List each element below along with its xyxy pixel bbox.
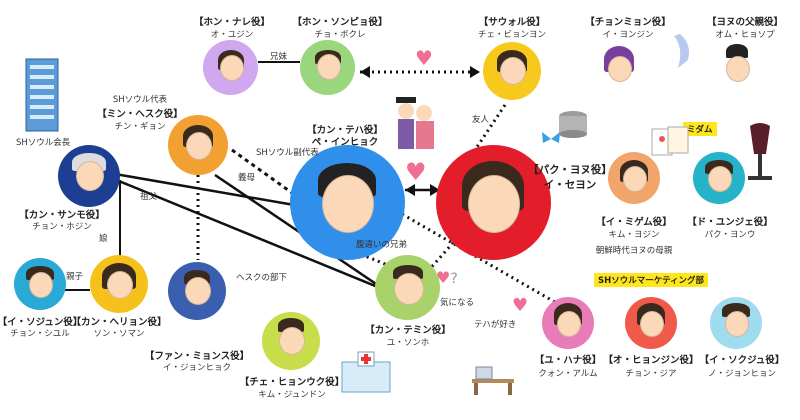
actor-kang-heryon: ソン・ソマン xyxy=(93,329,145,339)
role-hong-nara: 【ホン・ナレ役】 xyxy=(193,17,271,28)
node-kang-heryon[interactable] xyxy=(90,255,148,313)
actor-min-hesuk: チン・ギョン xyxy=(114,122,166,132)
actor-i-sojun: チョン・シユル xyxy=(10,329,70,339)
edge-friend: 友人 xyxy=(472,115,490,125)
role-chonmyon: 【チョンミョン役】 xyxy=(585,17,671,28)
actor-kang-teha: ペ・インヒョク xyxy=(311,137,379,148)
role-fan-minsu: 【ファン・ミョンス役】 xyxy=(144,351,250,362)
line-saul-yonu xyxy=(473,104,507,151)
role-i-migyam: 【イ・ミゲム役】 xyxy=(596,217,672,228)
node-i-migyam[interactable] xyxy=(608,152,660,204)
node-che-hyonuk[interactable] xyxy=(262,312,320,370)
actor-do-yunjie: パク・ヨンウ xyxy=(704,230,756,240)
extra-min-hesuk: SHソウル代表 xyxy=(112,95,168,105)
broken-heart-icon: ♥ xyxy=(512,295,529,316)
node-kang-sanmo[interactable] xyxy=(58,145,120,207)
node-yona-father[interactable] xyxy=(708,40,766,98)
role-hong-sonpyo: 【ホン・ソンピョ役】 xyxy=(292,17,388,28)
edge-half-brother: 腹違いの兄弟 xyxy=(356,240,408,250)
role-yona-father: 【ヨヌの父親役】 xyxy=(706,17,784,28)
node-o-hyonjin[interactable] xyxy=(625,297,677,349)
well-icon xyxy=(559,111,587,138)
arrow-left xyxy=(405,184,415,196)
actor-i-sokju: ノ・ジョンヒョン xyxy=(707,369,777,379)
role-kang-temin: 【カン・テミン役】 xyxy=(365,325,451,336)
edge-vice: SHソウル副代表 xyxy=(256,148,319,158)
node-saul[interactable] xyxy=(483,42,541,100)
actor-i-migyam: キム・ヨジン xyxy=(608,230,660,240)
role-min-hesuk: 【ミン・ヘスク役】 xyxy=(97,109,183,120)
role-kang-teha: 【カン・テハ役】 xyxy=(307,125,383,136)
node-fan-minsu[interactable] xyxy=(168,262,226,320)
heart-icon-top: ♥ xyxy=(415,46,433,70)
line-hesuk-teha xyxy=(231,148,296,197)
building-icon xyxy=(25,58,59,132)
node-chonmyon[interactable] xyxy=(590,40,648,98)
actor-kang-sanmo: チョン・ホジン xyxy=(32,222,92,232)
role-do-yunjie: 【ド・ユンジェ役】 xyxy=(687,217,773,228)
actor-yu-hana: クォン・アルム xyxy=(538,369,598,379)
actor-fan-minsu: イ・ジョンヒョク xyxy=(162,363,232,373)
office-desk-icon xyxy=(472,366,514,395)
edge-curious: 気になる xyxy=(440,298,475,308)
actor-o-hyonjin: チョン・ジア xyxy=(625,369,677,379)
couple-illustration-icon xyxy=(396,97,434,149)
node-kang-temin[interactable] xyxy=(375,255,440,320)
role-i-sojun: 【イ・ソジュン役】 xyxy=(0,317,83,328)
edge-daughter: 娘 xyxy=(99,234,108,244)
edge-mother: 義母 xyxy=(238,173,256,183)
node-kang-teha[interactable] xyxy=(290,145,405,260)
actor-baek-yonu: イ・セヨン xyxy=(543,179,597,191)
role-saul: 【サウォル役】 xyxy=(478,17,546,28)
edge-subordinate: ヘスクの部下 xyxy=(236,273,288,283)
node-i-sojun[interactable] xyxy=(14,258,66,310)
chairman-label: SHソウル会長 xyxy=(16,138,71,148)
line-sanmo-temin xyxy=(91,168,386,292)
line-teha-temin xyxy=(349,248,396,270)
dress-form-icon xyxy=(748,123,772,180)
actor-che-hyonuk: キム・ジュンドン xyxy=(258,390,326,400)
role-kang-heryon: 【カン・ヘリョン役】 xyxy=(71,317,167,328)
node-min-hesuk[interactable] xyxy=(168,115,228,175)
line-hana-teha xyxy=(394,208,561,307)
role-i-sokju: 【イ・ソクジュ役】 xyxy=(699,355,785,366)
letters-icon xyxy=(651,126,689,156)
node-baek-yonu[interactable] xyxy=(436,145,551,260)
node-yu-hana[interactable] xyxy=(542,297,594,349)
edge-likes: テハが好き xyxy=(474,320,517,330)
line-temin-yonu xyxy=(418,234,462,281)
actor-saul: チェ・ビョンヨン xyxy=(477,30,547,40)
actor-yona-father: オム・ヒョソプ xyxy=(715,30,775,40)
arrow-right xyxy=(430,184,440,196)
edge-grandfather: 祖父 xyxy=(140,192,158,202)
node-hong-nara[interactable] xyxy=(203,40,258,95)
extra-i-migyam: 朝鮮時代ヨヌの母親 xyxy=(595,246,673,256)
mermaid-icon xyxy=(674,34,689,68)
edge-siblings: 兄妹 xyxy=(270,52,288,62)
edge-parent-child: 親子 xyxy=(66,272,84,282)
hospital-icon xyxy=(341,351,391,393)
role-o-hyonjin: 【オ・ヒョンジン役】 xyxy=(603,355,699,366)
heart-question-icon: ♥? xyxy=(436,268,458,287)
actor-kang-temin: ユ・ソンホ xyxy=(386,338,430,348)
actor-chonmyon: イ・ヨンジン xyxy=(602,30,654,40)
node-do-yunjie[interactable] xyxy=(693,152,745,204)
role-baek-yonu: 【パク・ヨヌ役】 xyxy=(528,164,612,176)
heart-icon-center: ♥ xyxy=(405,158,427,186)
role-kang-sanmo: 【カン・サンモ役】 xyxy=(19,210,105,221)
actor-hong-sonpyo: チョ・ボクレ xyxy=(314,30,366,40)
midam-tag: ミダム xyxy=(683,122,717,136)
actor-hong-nara: オ・ユジン xyxy=(210,30,254,40)
marketing-tag: SHソウルマーケティング部 xyxy=(594,273,709,287)
node-i-sokju[interactable] xyxy=(710,297,762,349)
role-che-hyonuk: 【チェ・ヒョンウク役】 xyxy=(239,377,345,388)
node-hong-sonpyo[interactable] xyxy=(300,40,355,95)
role-yu-hana: 【ユ・ハナ役】 xyxy=(534,355,602,366)
butterfly-icon xyxy=(542,132,560,143)
line-sanmo-teha xyxy=(91,168,301,208)
